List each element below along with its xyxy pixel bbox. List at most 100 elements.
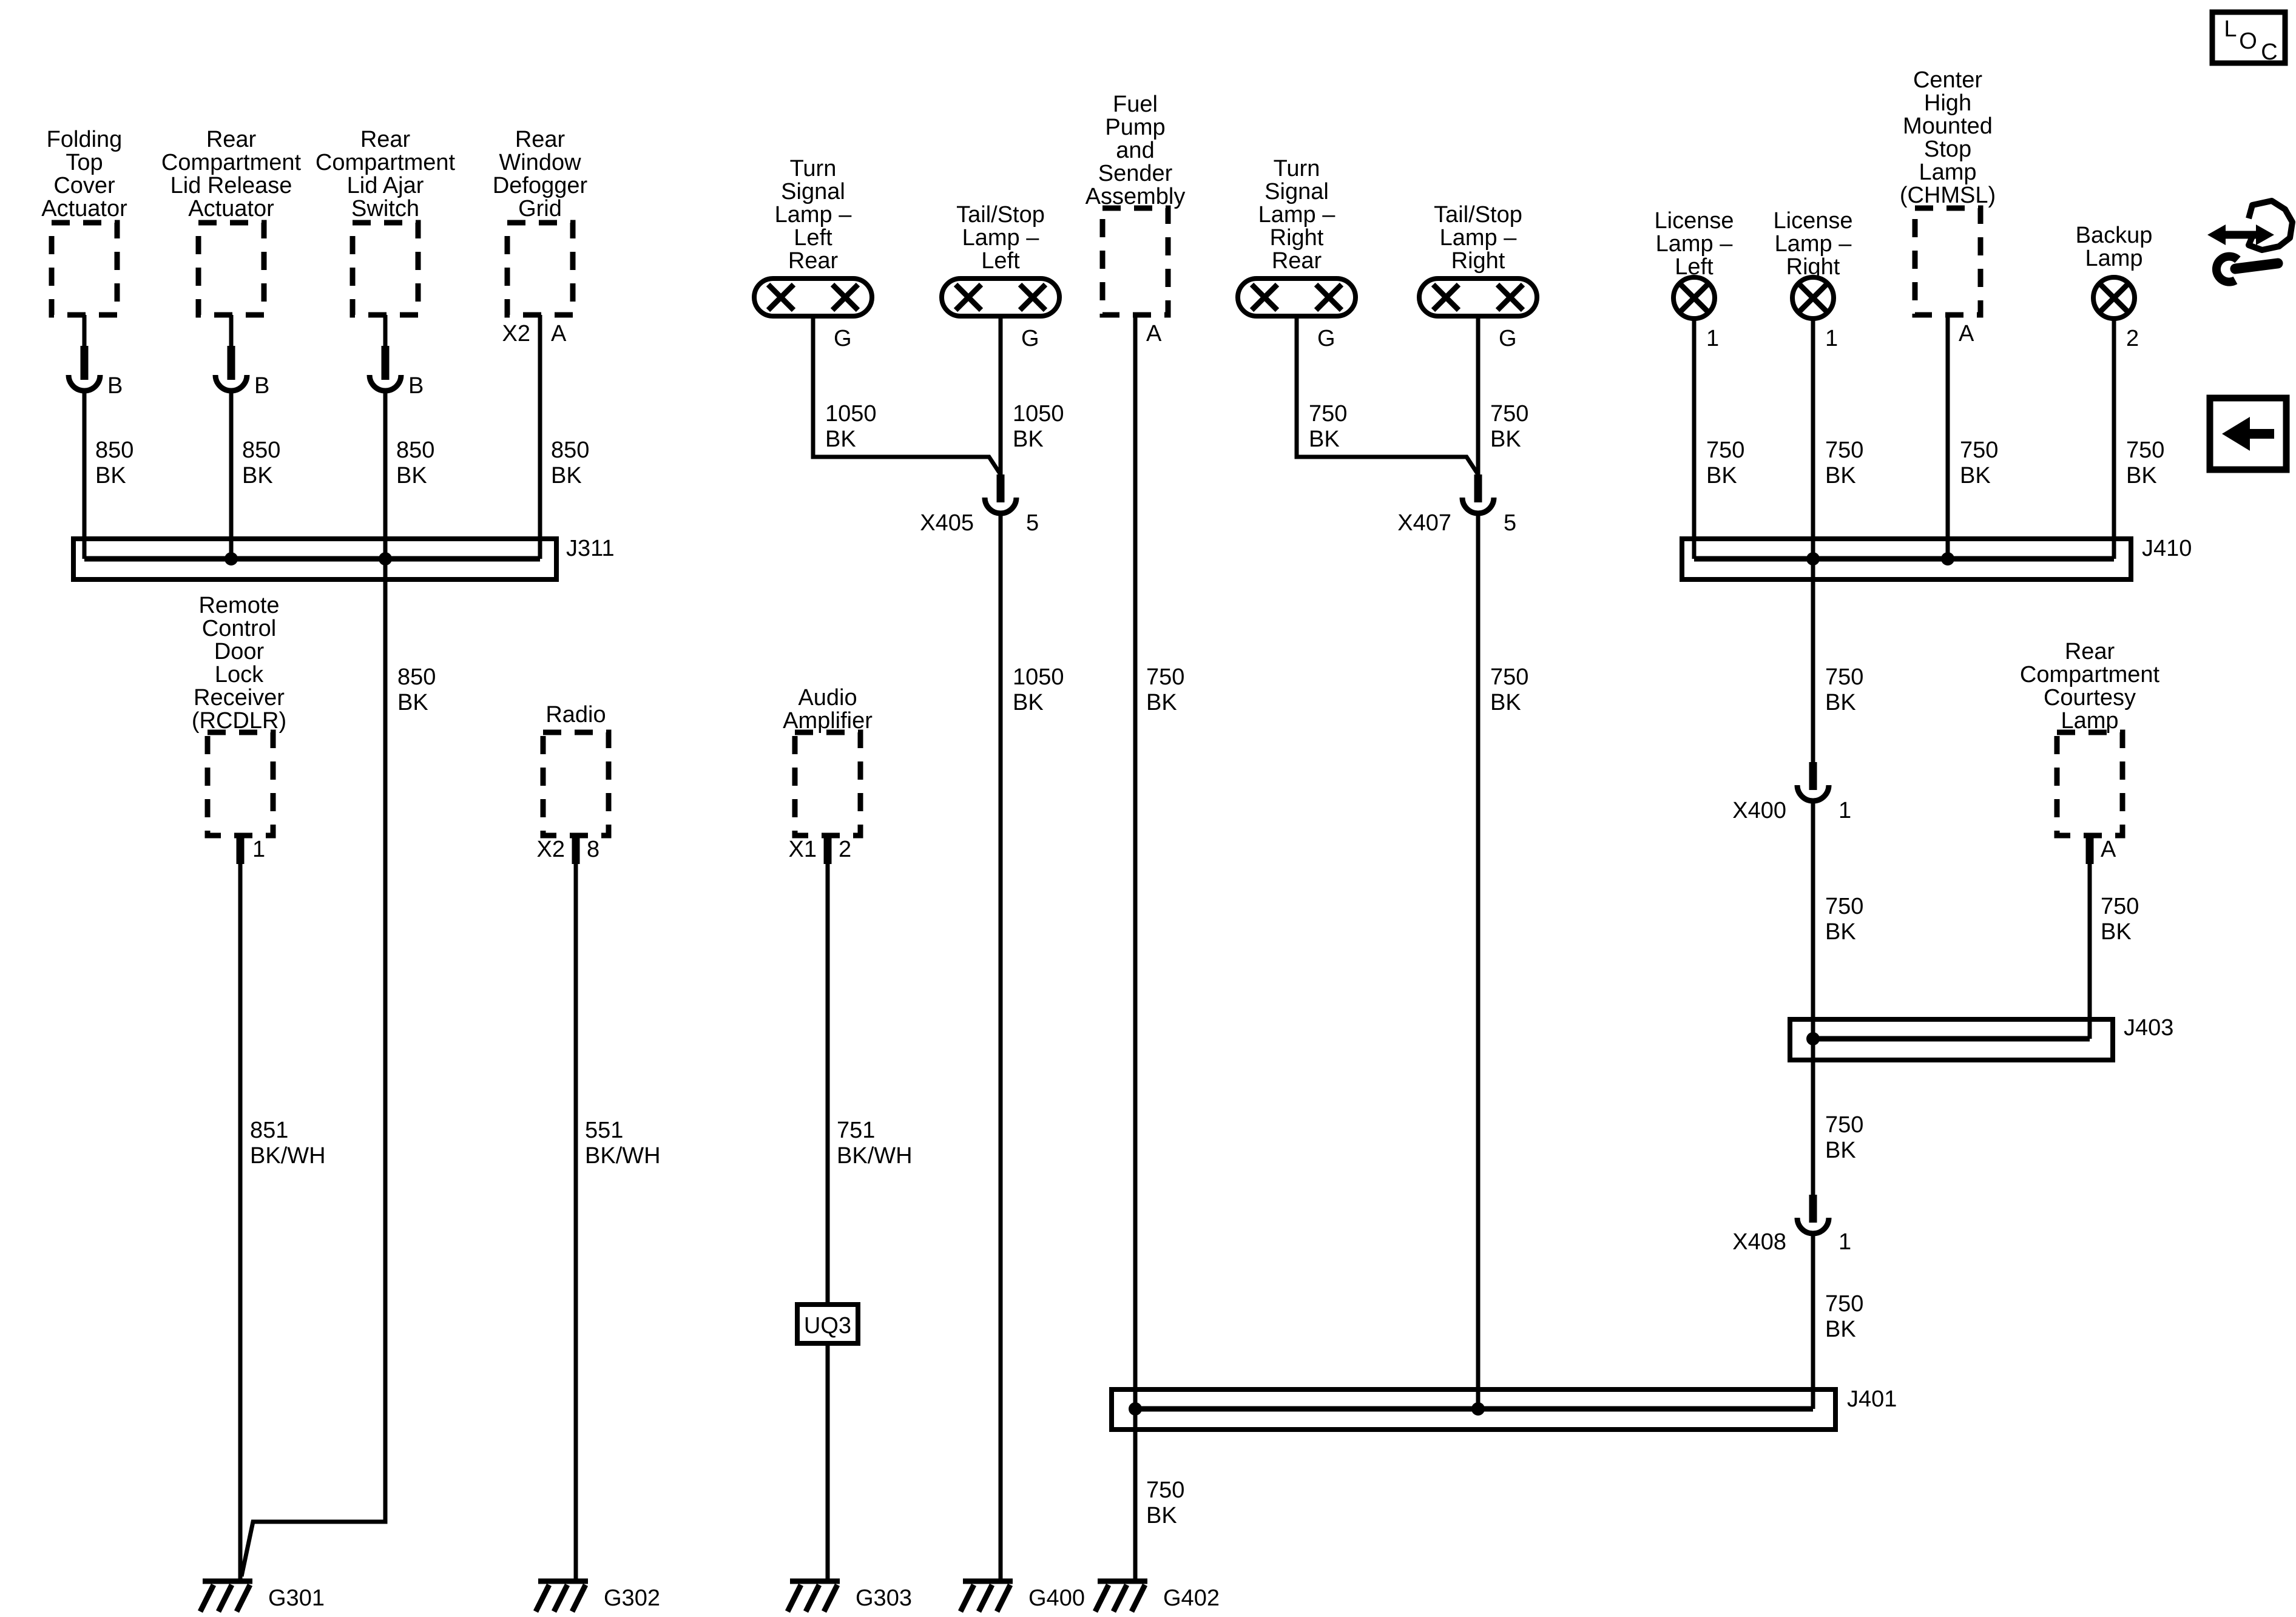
wire-label: 750 xyxy=(1825,1112,1863,1138)
pin-label: B xyxy=(107,373,123,399)
component-label: Turn xyxy=(1274,156,1320,181)
ground-icon xyxy=(821,1583,840,1613)
back-button[interactable] xyxy=(2206,394,2290,473)
pin-label: B xyxy=(254,373,269,399)
component-label: Rear xyxy=(788,248,839,274)
splice-label: J410 xyxy=(2142,536,2192,561)
component-label: Rear xyxy=(206,127,257,152)
wire-label: 750 xyxy=(1146,664,1184,690)
component-box xyxy=(1912,205,1984,318)
back-button-frame[interactable] xyxy=(2206,394,2290,473)
pin-label: A xyxy=(551,321,567,346)
component-box xyxy=(49,220,120,318)
wire-label: 1050 xyxy=(1013,401,1064,427)
component-license-lamp-left: License Lamp – Left 1 750 BK xyxy=(1655,208,1744,559)
component-label: High xyxy=(1924,90,1971,116)
connector-cavity-label: 1 xyxy=(1838,1229,1851,1255)
ground-icon xyxy=(551,1583,570,1613)
component-label: Lamp – xyxy=(1440,225,1518,251)
component-label: Mounted xyxy=(1903,113,1993,139)
ground-icon xyxy=(803,1583,822,1613)
junction-dot xyxy=(1471,1402,1485,1416)
wire-label: 750 xyxy=(2126,437,2164,463)
wire-label: BK xyxy=(242,463,273,488)
component-label: Pump xyxy=(1105,115,1165,140)
component-label: Turn xyxy=(790,156,837,181)
lamp-symbol xyxy=(752,276,874,319)
splice-box xyxy=(1680,536,2133,582)
splice-box xyxy=(1788,1017,2115,1062)
wire-label: BK/WH xyxy=(250,1143,326,1169)
wire-label: BK/WH xyxy=(585,1143,661,1169)
component-label: Grid xyxy=(518,196,562,221)
ground-label: G301 xyxy=(268,1585,325,1611)
component-tail-stop-lamp-right: Tail/Stop Lamp – Right G 750 BK 750 BK xyxy=(1417,202,1539,1409)
component-label: Center xyxy=(1913,67,1982,93)
component-label: Receiver xyxy=(194,685,285,711)
splice-j311: J311 xyxy=(71,536,615,582)
hand-outline xyxy=(2246,198,2295,253)
ground-g301: G301 xyxy=(197,1578,325,1613)
ground-label: G302 xyxy=(604,1585,660,1611)
ground-icon xyxy=(569,1583,589,1613)
component-label: Actuator xyxy=(41,196,127,221)
ground-icon xyxy=(994,1583,1013,1613)
wire xyxy=(811,316,1002,476)
connector-id-label: X407 xyxy=(1397,510,1451,536)
component-label: Rear xyxy=(360,127,411,152)
inline-connector-icon xyxy=(982,497,1019,516)
loc-icon[interactable] xyxy=(2209,9,2288,66)
bulb-x-icon xyxy=(766,282,796,312)
ground-label: G400 xyxy=(1028,1585,1085,1611)
component-audio-amplifier: Audio Amplifier X1 2 751 BK/WH UQ3 xyxy=(783,685,913,1581)
inline-connector-icon xyxy=(1459,497,1497,516)
junction-dot xyxy=(225,552,238,565)
component-rear-compartment-lid-ajar-switch: Rear Compartment Lid Ajar Switch B 850 B… xyxy=(239,127,456,1577)
bulb-x-icon xyxy=(1677,281,1711,315)
pin-label: A xyxy=(1146,321,1162,346)
hand-wrench-icon xyxy=(2207,198,2295,286)
pin-label: A xyxy=(1959,321,1974,346)
component-license-lamp-right: License Lamp – Right 1 750 BK xyxy=(1774,208,1863,762)
connector-id-label: X1 xyxy=(789,837,817,862)
ground-icon xyxy=(1110,1583,1130,1613)
ground-g400: G400 xyxy=(957,1578,1085,1613)
ground-icon xyxy=(197,1583,217,1613)
wire-label: 850 xyxy=(551,437,589,463)
wire-label: 850 xyxy=(397,664,436,690)
bulb-x-icon xyxy=(1796,281,1830,315)
wire-label: BK xyxy=(1013,690,1044,715)
component-label: Remote xyxy=(198,593,279,618)
component-label: Lid Release xyxy=(171,173,292,198)
connector-x407: X407 5 xyxy=(1397,474,1516,536)
bulb-x-icon xyxy=(830,282,860,312)
pin-label: G xyxy=(834,326,852,351)
lamp-symbol xyxy=(1417,276,1539,319)
loc-letter: C xyxy=(2261,39,2277,65)
connector-cavity-label: 1 xyxy=(1838,798,1851,823)
component-label: (RCDLR) xyxy=(192,708,286,734)
wire-label: 750 xyxy=(1825,894,1863,919)
pin-label: 1 xyxy=(252,837,265,862)
wire-label: BK xyxy=(1825,463,1856,488)
wire-label: BK xyxy=(1309,427,1340,452)
component-rear-compartment-lid-release-actuator: Rear Compartment Lid Release Actuator B … xyxy=(161,127,302,559)
component-label: Lid Ajar xyxy=(347,173,424,198)
pin-label: 1 xyxy=(1825,326,1838,351)
pin-label: 8 xyxy=(587,837,599,862)
ground-g302: G302 xyxy=(533,1578,660,1613)
adjust-repair-button[interactable] xyxy=(2207,198,2295,286)
wire-label: BK xyxy=(1825,1317,1856,1342)
component-label: Lamp – xyxy=(962,225,1040,251)
wire-label: 750 xyxy=(1146,1477,1184,1503)
connector-cavity-label: 5 xyxy=(1504,510,1516,536)
component-label: Lamp – xyxy=(775,202,853,228)
loc-button[interactable]: L O C xyxy=(2209,9,2288,66)
component-backup-lamp: Backup Lamp 2 750 BK xyxy=(2076,223,2164,559)
wire-label: BK xyxy=(1146,1503,1177,1528)
option-uq3-label: UQ3 xyxy=(804,1313,851,1338)
ground-icon xyxy=(957,1583,977,1613)
wire-label: BK xyxy=(1825,690,1856,715)
component-label: Tail/Stop xyxy=(1434,202,1522,228)
junction-dot xyxy=(1806,1032,1820,1045)
